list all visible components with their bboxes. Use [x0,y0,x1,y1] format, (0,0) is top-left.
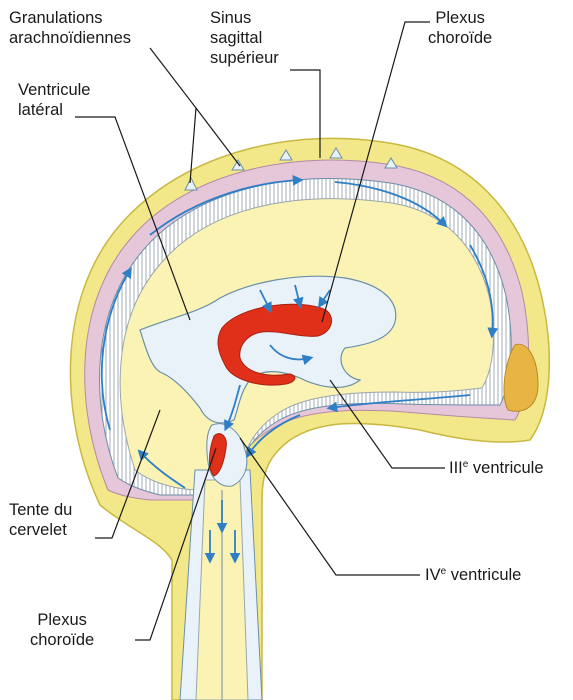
label-ventricule-lateral: Ventricule latéral [18,81,91,119]
leader-plexus-top [321,21,430,323]
arachnoid-granulations [184,147,398,191]
leader-tente [95,409,161,539]
csf-flow-arrows [100,174,499,564]
leader-sinus [290,69,321,158]
leader-quatrieme [239,437,420,576]
choroid-plexus-lateral [217,303,333,386]
label-plexus-bottom: Plexus choroïde [30,611,95,649]
label-tente: Tente du cervelet [9,501,73,539]
leader-granulations [149,47,197,184]
choroid-plexus-fourth [209,433,227,477]
label-sinus: Sinus sagittal supérieur [210,9,279,67]
leader-plexus-bottom [135,447,217,641]
leader-granulations-b [195,107,241,167]
leader-ventricule-lateral [75,116,191,321]
leader-troisieme [329,379,445,469]
lateral-ventricle [139,275,397,424]
label-quatrieme-ventricule: IVe ventricule [425,566,522,584]
label-troisieme-ventricule: IIIe ventricule [449,459,544,477]
leader-lines [75,21,445,641]
label-granulations: Granulations arachnoïdiennes [9,9,132,47]
label-plexus-top: Plexus choroïde [428,9,493,47]
frontal-sinus [503,343,539,412]
